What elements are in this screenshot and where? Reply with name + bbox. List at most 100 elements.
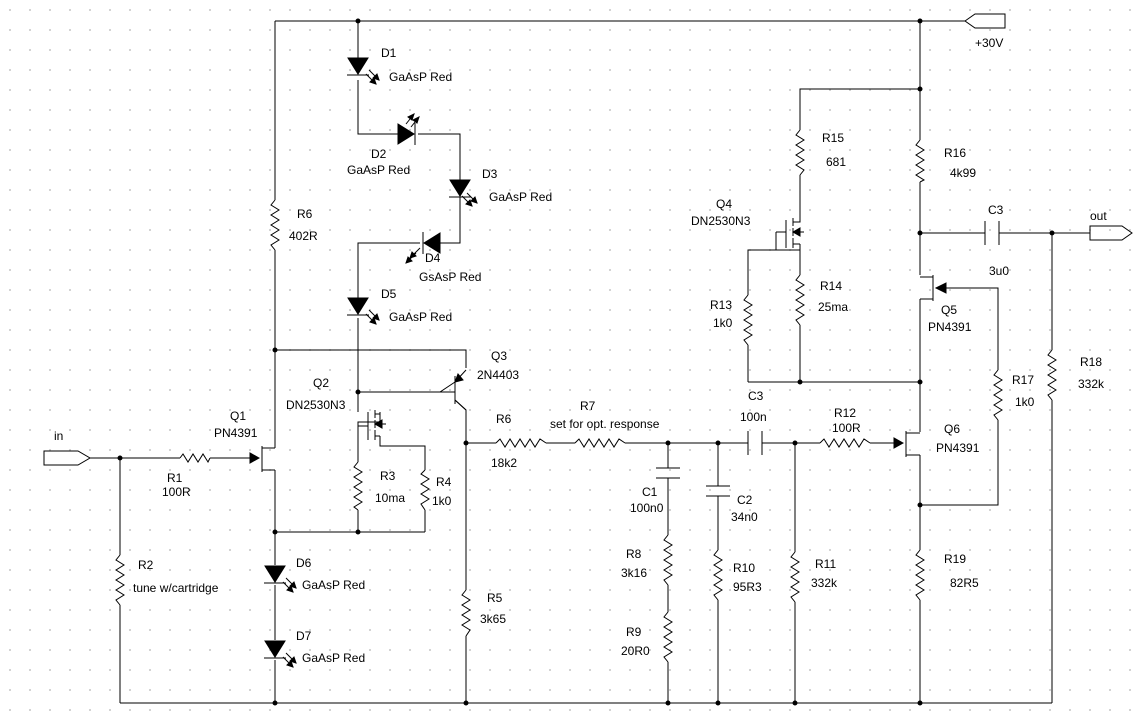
led-D7: D7 GaAsP Red (264, 629, 365, 668)
r2-value-label: tune w/cartridge (133, 581, 219, 595)
r16-designator-label: R16 (944, 146, 966, 160)
r12-value-label: 100R (832, 421, 861, 435)
r19-designator-label: R19 (944, 552, 966, 566)
resistor-R16: R16 4k99 (915, 139, 976, 183)
supply-port: +30V (964, 13, 1006, 50)
c3b-designator-label: C3 (988, 203, 1004, 217)
resistor-R6-402R: R6 402R (270, 199, 318, 251)
r9-value-label: 20R0 (621, 644, 650, 658)
c1-designator-label: C1 (642, 485, 658, 499)
resistor-R10: R10 95R3 (713, 549, 762, 601)
resistor-R19: R19 82R5 (915, 549, 979, 601)
mosfet-Q2: Q2 DN2530N3 (286, 376, 386, 440)
r3-value-label: 10ma (375, 491, 405, 505)
wires (90, 20, 1090, 704)
r18-designator-label: R18 (1080, 355, 1102, 369)
r10-designator-label: R10 (733, 561, 755, 575)
r2-designator-label: R2 (138, 558, 154, 572)
r14-value-label: 25ma (818, 300, 848, 314)
resistor-R7: R7 set for opt. response (550, 399, 660, 448)
d1-value-label: GaAsP Red (389, 70, 452, 84)
r1-designator-label: R1 (167, 471, 183, 485)
capacitor-C1: C1 100n0 (630, 467, 680, 515)
led-D3: D3 GaAsP Red (449, 167, 552, 207)
jfet-Q1: Q1 PN4391 (214, 409, 275, 472)
input-port: in (43, 429, 91, 466)
resistor-R5: R5 3k65 (461, 589, 506, 637)
r7-designator-label: R7 (580, 399, 596, 413)
r8-value-label: 3k16 (621, 566, 647, 580)
resistor-R3: R3 10ma (353, 461, 405, 511)
r6a-designator-label: R6 (297, 207, 313, 221)
d3-designator-label: D3 (482, 167, 498, 181)
r13-designator-label: R13 (710, 298, 732, 312)
d2-value-label: GaAsP Red (347, 163, 410, 177)
resistor-R1: R1 100R (162, 453, 211, 499)
d7-value-label: GaAsP Red (302, 651, 365, 665)
d4-designator-label: D4 (425, 251, 441, 265)
r11-value-label: 332k (811, 576, 838, 590)
r5-value-label: 3k65 (480, 612, 506, 626)
r6b-designator-label: R6 (496, 412, 512, 426)
c2-designator-label: C2 (737, 493, 753, 507)
supply-label: +30V (975, 36, 1003, 50)
r16-value-label: 4k99 (950, 166, 976, 180)
r17-designator-label: R17 (1012, 373, 1034, 387)
input-label: in (54, 429, 63, 443)
q3-designator-label: Q3 (491, 349, 507, 363)
q6-value-label: PN4391 (936, 441, 980, 455)
led-D1: D1 GaAsP Red (347, 46, 452, 85)
led-D2: D2 GaAsP Red (347, 113, 420, 177)
resistor-R15: R15 681 (795, 129, 846, 176)
c3a-value-label: 100n (740, 410, 767, 424)
jfet-Q5: Q5 PN4391 (920, 275, 972, 334)
output-label: out (1090, 209, 1107, 223)
r18-value-label: 332k (1078, 377, 1105, 391)
resistor-R11: R11 332k (790, 551, 838, 603)
led-D6: D6 GaAsP Red (264, 556, 365, 593)
d7-designator-label: D7 (296, 629, 312, 643)
resistor-R4: R4 1k0 (420, 469, 452, 511)
r7-value-label: set for opt. response (550, 417, 660, 431)
r15-value-label: 681 (826, 155, 846, 169)
d5-value-label: GaAsP Red (389, 310, 452, 324)
d3-value-label: GaAsP Red (489, 190, 552, 204)
c3a-designator-label: C3 (748, 389, 764, 403)
q4-value-label: DN2530N3 (691, 214, 751, 228)
r5-designator-label: R5 (487, 591, 503, 605)
q2-designator-label: Q2 (313, 376, 329, 390)
r17-value-label: 1k0 (1015, 395, 1035, 409)
d2-designator-label: D2 (371, 147, 387, 161)
jfet-Q6: Q6 PN4391 (893, 422, 980, 457)
resistor-R8: R8 3k16 (621, 534, 673, 586)
r4-designator-label: R4 (436, 475, 452, 489)
q1-value-label: PN4391 (214, 426, 258, 440)
r11-designator-label: R11 (815, 557, 836, 571)
resistor-R18: R18 332k (1047, 349, 1105, 401)
c2-value-label: 34n0 (731, 510, 758, 524)
d6-designator-label: D6 (296, 556, 312, 570)
led-D5: D5 GaAsP Red (347, 287, 452, 325)
r19-value-label: 82R5 (950, 576, 979, 590)
q2-value-label: DN2530N3 (286, 398, 346, 412)
led-D4: D4 GsAsP Red (405, 232, 481, 284)
d6-value-label: GaAsP Red (302, 578, 365, 592)
output-port: out (1089, 209, 1133, 241)
r6a-value-label: 402R (289, 229, 318, 243)
q3-value-label: 2N4403 (477, 368, 519, 382)
q5-value-label: PN4391 (928, 320, 972, 334)
d4-value-label: GsAsP Red (419, 270, 481, 284)
c3b-value-label: 3u0 (989, 264, 1009, 278)
resistor-R9: R9 20R0 (621, 611, 673, 663)
q5-designator-label: Q5 (941, 303, 957, 317)
r12-designator-label: R12 (834, 406, 856, 420)
q4-designator-label: Q4 (716, 197, 732, 211)
capacitor-C2: C2 34n0 (706, 485, 758, 524)
resistor-R6-18k2: R6 18k2 (491, 412, 547, 470)
q6-designator-label: Q6 (944, 422, 960, 436)
capacitor-C3-3u0: C3 3u0 (984, 203, 1009, 278)
c1-value-label: 100n0 (630, 501, 664, 515)
d5-designator-label: D5 (381, 287, 397, 301)
